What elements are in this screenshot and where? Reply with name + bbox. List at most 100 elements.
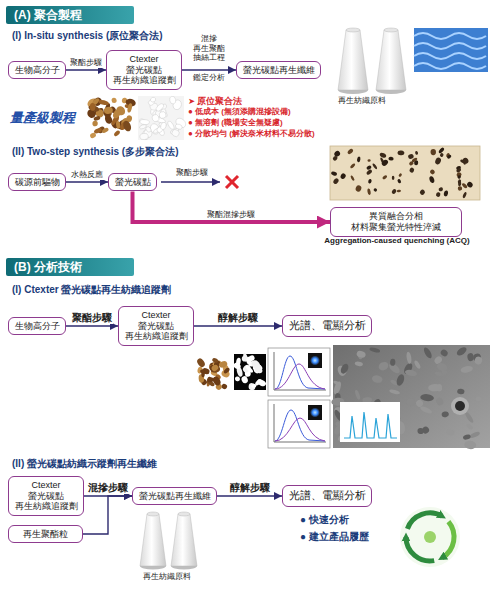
step-label: 鑑定分析	[192, 73, 226, 83]
bullet-item: ● 分散均勻 (解決奈米材料不易分散)	[188, 129, 315, 139]
process-box: Ctexter 螢光碳點 再生紡織追蹤劑	[106, 50, 182, 90]
flow-arrow	[217, 495, 282, 496]
box-text: (B) 分析技術	[14, 260, 126, 274]
box-text: 生物高分子	[14, 321, 60, 332]
microscope-image	[373, 188, 377, 192]
brown-granules-photo	[89, 132, 97, 139]
microscope-image	[435, 192, 441, 198]
process-box: 螢光碳點	[108, 173, 157, 192]
microscope-image	[408, 154, 414, 160]
microscope-image	[456, 167, 462, 173]
flow-arrow	[66, 181, 108, 182]
textile-closeup	[414, 28, 488, 72]
cross-mark	[226, 176, 238, 188]
microscope-image	[438, 147, 445, 154]
white-pellets-photo	[151, 113, 160, 123]
spectrum-chart	[308, 405, 322, 420]
process-note: 混摻 再生聚酯 抽絲工程	[193, 34, 225, 63]
recycle-icon	[424, 531, 436, 543]
tem-image	[417, 428, 424, 434]
brown-granules-photo	[122, 120, 133, 133]
white-pellets-photo	[150, 97, 157, 103]
microscope-image	[438, 187, 443, 192]
microscope-image	[397, 178, 402, 183]
box-text: (A) 聚合製程	[14, 8, 126, 22]
white-pellets-photo	[233, 362, 242, 371]
white-pellets-photo	[155, 102, 165, 112]
tem-image	[371, 374, 383, 383]
fiber-spools	[171, 514, 197, 566]
brown-granules-photo	[196, 357, 231, 391]
box-text: 碳源前驅物	[14, 177, 60, 188]
microscope-image	[355, 184, 362, 192]
brown-granules-photo	[113, 130, 121, 138]
section-label: (II) Two-step synthesis (多步聚合法)	[12, 146, 179, 158]
tem-image	[389, 389, 400, 395]
microscope-image	[381, 159, 390, 167]
brown-granules-photo	[98, 99, 110, 106]
brown-granules-photo	[196, 357, 207, 368]
tem-image	[455, 401, 465, 411]
tem-image	[369, 347, 380, 354]
white-pellets-photo	[139, 96, 188, 141]
microscope-image	[357, 156, 361, 162]
microscope-image	[330, 146, 480, 200]
section-header: (A) 聚合製程	[6, 6, 134, 24]
box-text: 螢光碳點再生纖維	[242, 65, 315, 76]
image-caption: 再生紡織原料	[338, 96, 386, 106]
recycle-icon	[407, 513, 442, 529]
box-text: 異質融合分相 材料聚集螢光特性淬滅	[336, 211, 456, 233]
white-pellets-photo	[251, 384, 257, 389]
tem-image	[435, 396, 445, 406]
microscope-image	[368, 179, 372, 184]
tem-image	[436, 361, 449, 372]
failed-route-arrow	[161, 182, 220, 183]
fiber-spools	[376, 30, 406, 90]
tem-image	[333, 345, 490, 448]
tem-image	[331, 345, 490, 450]
fiber-spools	[140, 514, 166, 566]
process-box: 螢光碳點再生纖維	[236, 61, 321, 80]
step-label: 聚酯步驟	[176, 168, 208, 178]
tem-image	[462, 434, 471, 441]
flow-arrow	[83, 496, 132, 534]
microscope-image	[379, 152, 387, 159]
white-pellets-photo	[248, 383, 255, 391]
microscope-image	[458, 181, 462, 186]
white-pellets-photo	[233, 353, 267, 391]
microscope-image	[419, 189, 426, 196]
microscope-image	[391, 188, 397, 195]
spectrum-chart	[310, 408, 320, 418]
white-pellets-photo	[245, 365, 254, 374]
brown-granules-photo	[93, 115, 101, 121]
tem-image	[457, 388, 465, 394]
microscope-image	[409, 167, 415, 174]
step-label: 聚酯步驟	[71, 312, 113, 324]
white-pellets-photo	[174, 116, 188, 129]
microscope-image	[331, 171, 338, 176]
tem-image	[446, 429, 455, 436]
process-box: 光譜、電顯分析	[282, 485, 372, 506]
brown-granules-photo	[196, 354, 232, 391]
process-box: 生物高分子	[8, 61, 66, 80]
microscope-image	[431, 149, 436, 155]
tem-image	[332, 381, 342, 396]
step-label: 醇解步驟	[229, 482, 271, 494]
brown-granules-photo	[210, 364, 219, 373]
microscope-image	[331, 147, 474, 199]
cross-mark	[226, 176, 238, 188]
white-pellets-photo	[171, 128, 181, 138]
spectrum-chart	[274, 352, 326, 390]
brown-granules-photo	[86, 96, 137, 140]
microscope-image	[439, 152, 444, 157]
white-pellets-photo	[169, 96, 177, 105]
tem-image	[474, 356, 483, 366]
box-text: 生物高分子	[14, 65, 60, 76]
microscope-image	[398, 173, 402, 177]
section-header: (B) 分析技術	[6, 258, 134, 276]
flow-arrow	[194, 325, 282, 326]
tem-image	[390, 358, 396, 366]
tem-image	[466, 423, 474, 431]
brown-granules-photo	[103, 106, 113, 115]
tem-image	[377, 360, 390, 372]
